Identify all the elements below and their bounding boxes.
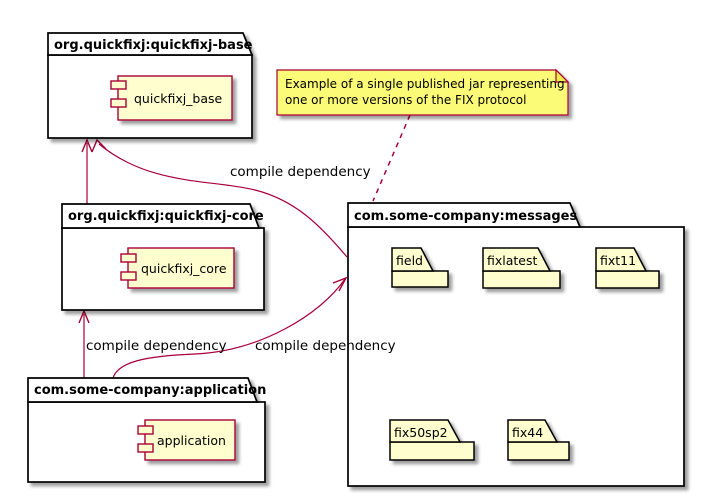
- component-port-icon: [110, 80, 127, 90]
- arrowhead-application-to-core: [78, 309, 90, 324]
- arrowhead-core-to-base: [81, 138, 93, 153]
- component-port-icon: [110, 98, 127, 108]
- folder-tab: [391, 247, 435, 272]
- edge-note-to-messages: [372, 114, 411, 202]
- edges-layer: [78, 114, 411, 379]
- arrowhead-messages-to-base: [91, 138, 107, 153]
- package-title-quickfixj-core: org.quickfixj:quickfixj-core: [68, 209, 264, 224]
- folder-fix50sp2: fix50sp2: [389, 419, 475, 461]
- folder-body: [482, 270, 561, 289]
- component-port-icon: [137, 425, 154, 435]
- package-quickfixj-base: [47, 32, 254, 139]
- package-tab: [61, 203, 261, 229]
- edge-application-to-messages: [112, 278, 346, 379]
- edge-messages-to-base: [98, 143, 348, 258]
- edge-label-application-to-core: compile dependency: [86, 338, 227, 354]
- folder-tab: [507, 419, 559, 443]
- folder-body: [389, 441, 475, 461]
- package-tab: [27, 377, 259, 403]
- note-fold-corner-icon: [555, 68, 570, 83]
- package-tab: [47, 32, 254, 56]
- note-text-line1: Example of a single published jar repres…: [285, 77, 565, 91]
- note-text-line2: one or more versions of the FIX protocol: [285, 93, 526, 107]
- component-box: [127, 247, 235, 289]
- component-quickfixj-base: quickfixj_base: [110, 75, 233, 121]
- arrowhead-application-to-messages: [332, 276, 348, 292]
- component-application: application: [137, 419, 236, 461]
- package-tab: [347, 202, 582, 228]
- folder-label: fixt11: [600, 253, 636, 268]
- folder-body: [595, 270, 660, 289]
- folder-label: field: [396, 253, 423, 268]
- component-label: application: [157, 433, 226, 448]
- note: Example of a single published jar repres…: [276, 68, 570, 116]
- package-title-messages: com.some-company:messages: [354, 209, 577, 224]
- folder-fix44: fix44: [507, 419, 570, 461]
- folder-tab: [389, 419, 462, 443]
- package-title-quickfixj-base: org.quickfixj:quickfixj-base: [54, 38, 253, 53]
- package-title-application: com.some-company:application: [34, 383, 266, 398]
- folder-body: [507, 441, 570, 461]
- component-port-icon: [137, 443, 154, 453]
- note-shape: [276, 69, 569, 116]
- folder-fixlatest: fixlatest: [482, 247, 561, 289]
- component-box: [117, 75, 233, 121]
- folder-label: fix50sp2: [394, 425, 448, 440]
- folder-tab: [595, 247, 648, 272]
- component-box: [144, 419, 236, 461]
- folder-label: fix44: [512, 425, 543, 440]
- folder-body: [391, 270, 449, 288]
- component-quickfixj-core: quickfixj_core: [120, 247, 235, 289]
- folder-label: fixlatest: [487, 253, 538, 268]
- folder-field: field: [391, 247, 449, 288]
- folder-tab: [482, 247, 552, 272]
- component-port-icon: [120, 271, 137, 281]
- edge-label-messages-to-base: compile dependency: [230, 164, 371, 180]
- component-label: quickfixj_core: [141, 261, 227, 276]
- component-label: quickfixj_base: [134, 91, 223, 106]
- component-port-icon: [120, 253, 137, 263]
- folder-fixt11: fixt11: [595, 247, 660, 289]
- edge-label-application-to-messages: compile dependency: [255, 338, 396, 354]
